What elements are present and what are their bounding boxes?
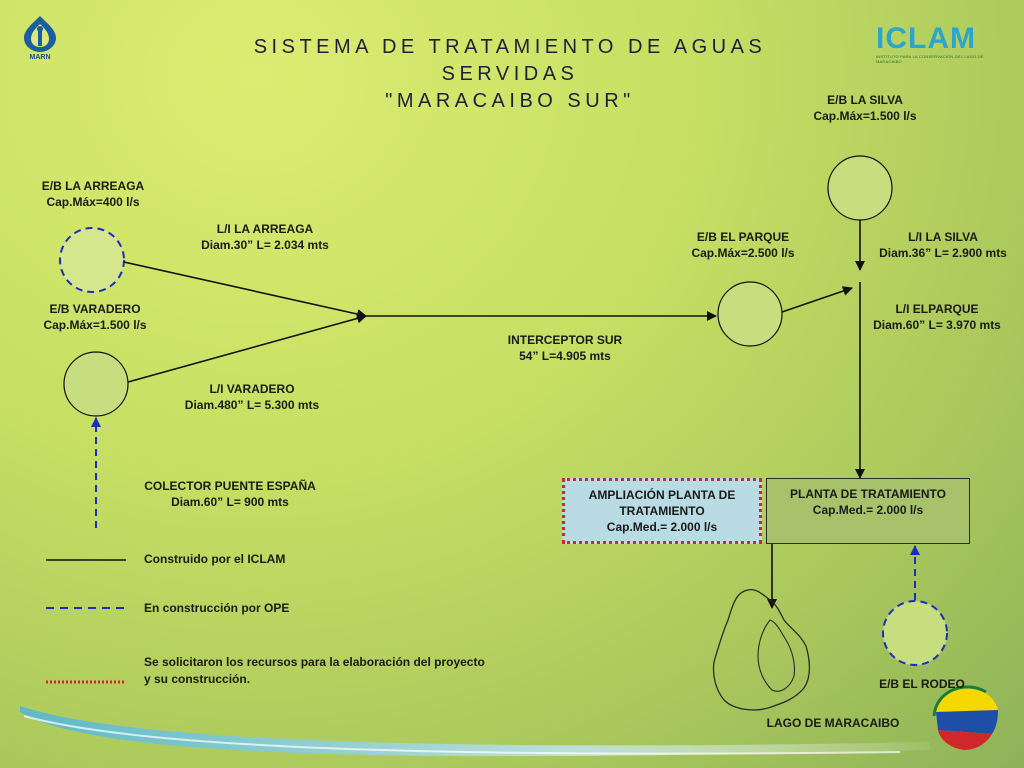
page-title: SISTEMA DE TRATAMIENTO DE AGUAS SERVIDAS… xyxy=(190,34,830,115)
legend-requested-line1: Se solicitaron los recursos para la elab… xyxy=(144,655,485,669)
station-la-arreaga-circle xyxy=(59,227,125,293)
station-la-arreaga-name: E/B LA ARREAGA xyxy=(41,179,145,193)
station-varadero-cap: Cap.Máx=1.500 l/s xyxy=(43,318,147,332)
planta-line1: PLANTA DE TRATAMIENTO xyxy=(790,487,946,501)
line-li-varadero-name: L/I VARADERO xyxy=(209,382,295,396)
station-el-parque-name: E/B EL PARQUE xyxy=(696,230,790,244)
title-line-2: "MARACAIBO SUR" xyxy=(385,90,635,112)
line-li-parque-name: L/I ELPARQUE xyxy=(895,302,979,316)
marn-emblem-icon xyxy=(24,16,56,52)
iclam-logo-text: ICLAM xyxy=(876,22,976,55)
ampliacion-line2: TRATAMIENTO xyxy=(619,504,705,518)
station-el-parque-label: E/B EL PARQUE Cap.Máx=2.500 l/s xyxy=(668,229,818,261)
line-interceptor-name: INTERCEPTOR SUR xyxy=(507,333,623,347)
line-li-parque-spec: Diam.60” L= 3.970 mts xyxy=(873,318,1001,332)
station-el-parque-cap: Cap.Máx=2.500 l/s xyxy=(691,246,795,260)
line-interceptor-label: INTERCEPTOR SUR 54” L=4.905 mts xyxy=(480,332,650,364)
station-el-rodeo-circle xyxy=(882,600,948,666)
planta-cap: Cap.Med.= 2.000 l/s xyxy=(812,503,924,517)
line-li-arreaga xyxy=(123,261,367,319)
line-li-silva-name: L/I LA SILVA xyxy=(908,230,978,244)
line-li-varadero-spec: Diam.480” L= 5.300 mts xyxy=(184,398,320,412)
decorative-swoosh-2 xyxy=(23,715,901,755)
station-la-silva-circle xyxy=(827,155,893,221)
lake-maracaibo-outline xyxy=(712,588,811,711)
planta-tratamiento-box: PLANTA DE TRATAMIENTO Cap.Med.= 2.000 l/… xyxy=(766,478,970,544)
ampliacion-cap: Cap.Med.= 2.000 l/s xyxy=(606,520,718,534)
legend-requested-text: Se solicitaron los recursos para la elab… xyxy=(144,654,485,688)
lake-label: LAGO DE MARACAIBO xyxy=(766,716,900,730)
line-colector-name: COLECTOR PUENTE ESPAÑA xyxy=(144,479,316,493)
legend-ope-text: En construcción por OPE xyxy=(144,601,290,615)
line-li-arreaga-name: L/I LA ARREAGA xyxy=(216,222,314,236)
station-la-arreaga-label: E/B LA ARREAGA Cap.Máx=400 l/s xyxy=(18,178,168,210)
iclam-logo: ICLAM INSTITUTO PARA LA CONSERVACIÓN DEL… xyxy=(876,22,996,65)
line-li-arreaga-label: L/I LA ARREAGA Diam.30” L= 2.034 mts xyxy=(170,221,360,253)
decorative-swoosh xyxy=(20,706,930,757)
line-li-silva-label: L/I LA SILVA Diam.36” L= 2.900 mts xyxy=(858,229,1024,261)
iclam-logo-subtitle: INSTITUTO PARA LA CONSERVACIÓN DEL LAGO … xyxy=(876,54,984,64)
station-el-parque-circle xyxy=(717,281,783,347)
station-la-arreaga-cap: Cap.Máx=400 l/s xyxy=(46,195,140,209)
station-varadero-label: E/B VARADERO Cap.Máx=1.500 l/s xyxy=(10,301,180,333)
station-varadero-circle xyxy=(63,351,129,417)
station-el-rodeo-name: E/B EL RODEO xyxy=(879,677,965,691)
station-el-rodeo-label: E/B EL RODEO xyxy=(862,676,982,692)
ampliacion-planta-box: AMPLIACIÓN PLANTA DE TRATAMIENTO Cap.Med… xyxy=(562,478,762,544)
marn-logo: MARN xyxy=(18,14,62,66)
station-varadero-name: E/B VARADERO xyxy=(49,302,141,316)
ampliacion-line1: AMPLIACIÓN PLANTA DE xyxy=(588,488,736,502)
lake-inner-outline xyxy=(757,619,796,692)
line-li-varadero xyxy=(127,313,367,383)
legend-built-text: Construido por el ICLAM xyxy=(144,552,286,566)
legend-requested-line2: y su construcción. xyxy=(144,672,251,686)
line-li-silva-spec: Diam.36” L= 2.900 mts xyxy=(879,246,1007,260)
line-colector-label: COLECTOR PUENTE ESPAÑA Diam.60” L= 900 m… xyxy=(120,478,340,510)
line-interceptor-spec: 54” L=4.905 mts xyxy=(519,349,611,363)
title-line-1: SISTEMA DE TRATAMIENTO DE AGUAS SERVIDAS xyxy=(253,36,767,85)
line-el-parque-out xyxy=(781,286,853,313)
station-la-silva-name: E/B LA SILVA xyxy=(827,93,903,107)
station-la-silva-cap: Cap.Máx=1.500 l/s xyxy=(813,109,917,123)
station-la-silva-label: E/B LA SILVA Cap.Máx=1.500 l/s xyxy=(790,92,940,124)
line-li-varadero-label: L/I VARADERO Diam.480” L= 5.300 mts xyxy=(152,381,352,413)
flag-logo xyxy=(932,685,998,750)
marn-logo-text: MARN xyxy=(29,54,51,61)
line-li-parque-label: L/I ELPARQUE Diam.60” L= 3.970 mts xyxy=(852,301,1022,333)
line-li-arreaga-spec: Diam.30” L= 2.034 mts xyxy=(201,238,329,252)
line-colector-spec: Diam.60” L= 900 mts xyxy=(171,495,289,509)
